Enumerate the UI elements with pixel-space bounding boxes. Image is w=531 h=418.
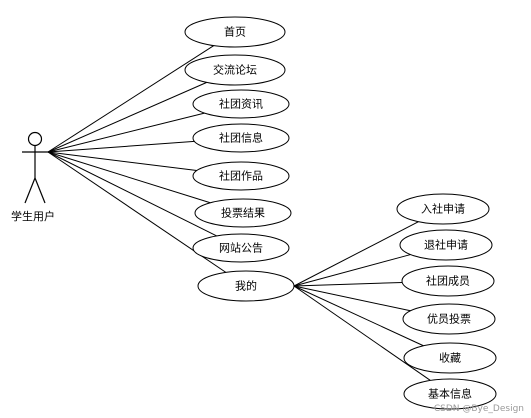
use-case-club-news-label: 社团资讯	[219, 97, 263, 111]
use-case-club-info: 社团信息	[192, 123, 290, 153]
use-case-club-works: 社团作品	[192, 161, 290, 191]
actor-label: 学生用户	[11, 209, 55, 223]
use-case-favorites-ellipse	[403, 342, 497, 374]
actor-head	[27, 131, 43, 147]
use-case-site-notice-label: 网站公告	[219, 241, 263, 255]
actor-left-leg	[24, 177, 36, 204]
association-line-join-apply	[293, 221, 419, 287]
use-case-join-apply: 入社申请	[396, 193, 490, 225]
use-case-home-ellipse	[184, 16, 286, 48]
use-case-club-info-ellipse	[192, 123, 290, 153]
association-line-quit-apply	[293, 254, 411, 287]
use-case-club-members: 社团成员	[401, 265, 495, 297]
use-case-vote-results-ellipse	[194, 198, 292, 228]
student-actor: 学生用户	[11, 131, 55, 223]
use-case-mine-ellipse	[197, 270, 295, 302]
association-line-club-news	[47, 112, 205, 153]
use-case-basic-info: 基本信息	[403, 378, 497, 410]
use-case-club-members-ellipse	[401, 265, 495, 297]
association-line-club-members	[293, 281, 403, 287]
use-case-quit-apply-ellipse	[399, 229, 493, 261]
use-case-excellent-vote: 优员投票	[402, 303, 496, 335]
use-case-quit-apply-label: 退社申请	[424, 238, 468, 252]
use-case-join-apply-ellipse	[396, 193, 490, 225]
use-case-club-works-label: 社团作品	[219, 169, 263, 183]
use-case-favorites-label: 收藏	[439, 351, 461, 365]
association-line-forum	[47, 81, 207, 153]
use-case-forum: 交流论坛	[184, 54, 286, 86]
use-case-favorites: 收藏	[403, 342, 497, 374]
use-case-vote-results-label: 投票结果	[221, 206, 265, 220]
use-case-excellent-vote-ellipse	[402, 303, 496, 335]
association-lines	[47, 45, 431, 381]
association-line-club-works	[47, 151, 197, 172]
use-case-site-notice: 网站公告	[192, 233, 290, 263]
use-case-mine: 我的	[197, 270, 295, 302]
use-case-forum-ellipse	[184, 54, 286, 86]
association-line-home	[47, 45, 215, 153]
association-line-vote-results	[47, 151, 211, 204]
association-line-excellent-vote	[293, 285, 411, 312]
association-line-site-notice	[47, 151, 217, 237]
use-case-basic-info-label: 基本信息	[428, 387, 472, 401]
use-case-site-notice-ellipse	[192, 233, 290, 263]
use-case-mine-label: 我的	[235, 279, 257, 293]
use-case-home: 首页	[184, 16, 286, 48]
use-case-club-works-ellipse	[192, 161, 290, 191]
use-case-basic-info-ellipse	[403, 378, 497, 410]
watermark: CSDN @Bye_Design	[434, 404, 524, 414]
use-case-vote-results: 投票结果	[194, 198, 292, 228]
use-case-club-members-label: 社团成员	[426, 274, 470, 288]
use-case-club-info-label: 社团信息	[219, 131, 263, 145]
use-case-home-label: 首页	[224, 25, 246, 39]
association-line-favorites	[293, 285, 424, 347]
association-line-club-info	[47, 140, 195, 153]
use-case-quit-apply: 退社申请	[399, 229, 493, 261]
use-case-excellent-vote-label: 优员投票	[427, 312, 471, 326]
use-case-join-apply-label: 入社申请	[421, 202, 465, 216]
use-case-club-news-ellipse	[192, 89, 290, 119]
actor-right-leg	[34, 177, 46, 204]
use-case-forum-label: 交流论坛	[213, 63, 257, 77]
use-case-club-news: 社团资讯	[192, 89, 290, 119]
association-line-basic-info	[293, 285, 431, 381]
